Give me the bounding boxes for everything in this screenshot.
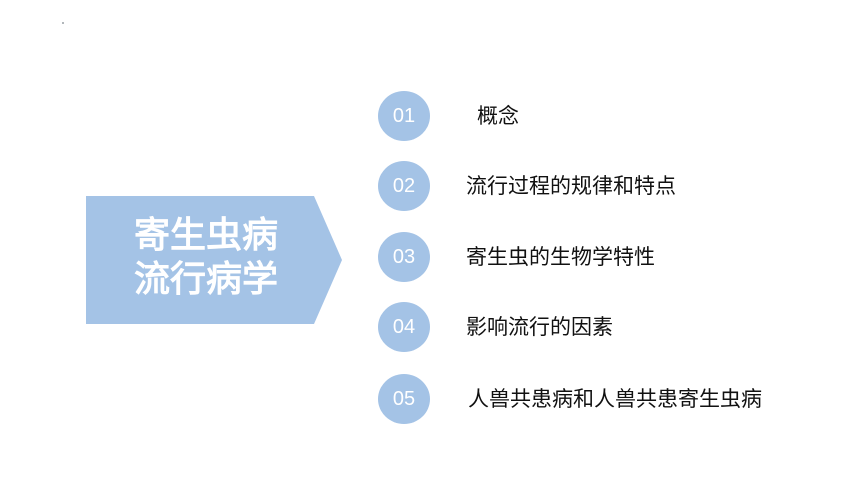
list-item-01: 01 概念 <box>378 91 848 141</box>
number-badge: 04 <box>378 302 430 352</box>
list-item-label: 人兽共患病和人兽共患寄生虫病 <box>468 387 762 411</box>
number-badge: 05 <box>378 374 430 424</box>
title-line-2: 流行病学 <box>134 259 279 300</box>
list-item-02: 02 流行过程的规律和特点 <box>378 161 848 211</box>
number-badge: 02 <box>378 161 430 211</box>
list-item-label: 寄生虫的生物学特性 <box>466 245 655 269</box>
title-banner: 寄生虫病 流行病学 <box>86 196 342 324</box>
list-item-05: 05 人兽共患病和人兽共患寄生虫病 <box>378 374 848 424</box>
number-badge: 03 <box>378 232 430 282</box>
page-title: 寄生虫病 流行病学 <box>134 214 314 302</box>
decorative-dot <box>62 22 64 24</box>
list-item-label: 影响流行的因素 <box>466 315 613 339</box>
list-item-03: 03 寄生虫的生物学特性 <box>378 232 848 282</box>
number-badge: 01 <box>378 91 430 141</box>
list-item-label: 概念 <box>477 104 519 128</box>
list-item-04: 04 影响流行的因素 <box>378 302 848 352</box>
title-banner-shape <box>86 196 342 324</box>
list-item-label: 流行过程的规律和特点 <box>466 174 676 198</box>
title-line-1: 寄生虫病 <box>134 215 279 256</box>
